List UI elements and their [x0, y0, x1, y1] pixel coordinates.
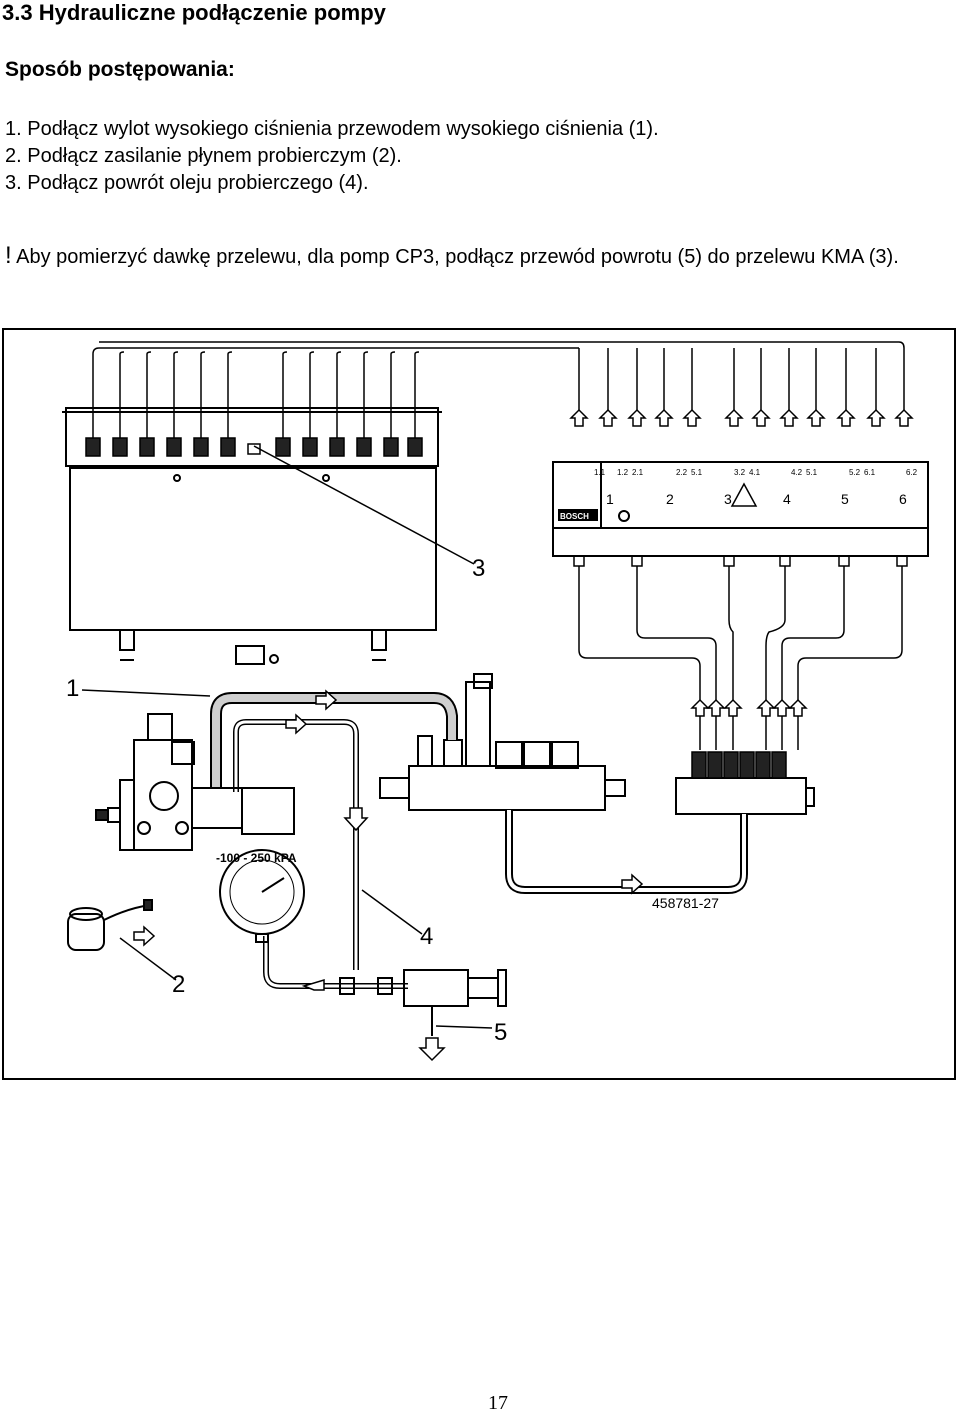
- warning-mark: !: [5, 242, 12, 269]
- rail-connector: [85, 437, 101, 457]
- port-label: 1.2: [617, 468, 629, 477]
- flow-arrow-icon: [315, 689, 338, 711]
- flow-arrow-icon: [751, 408, 771, 427]
- drain-arrow-icon: [418, 1037, 446, 1062]
- flow-arrow-icon: [598, 408, 618, 427]
- callout-4: 4: [420, 923, 433, 950]
- port-label: 2.2: [676, 468, 688, 477]
- brand-plate: [558, 509, 598, 521]
- overflow-valve: [403, 969, 469, 1007]
- procedure-heading: Sposób postępowania:: [5, 58, 235, 81]
- flow-meter-block: [408, 765, 606, 811]
- measuring-cylinder: [495, 741, 523, 769]
- pump-valve: [147, 713, 173, 741]
- callout-1: 1: [66, 675, 79, 702]
- flow-arrow-icon: [682, 408, 702, 427]
- flow-arrow-icon: [285, 713, 308, 735]
- hazard-icon: [730, 482, 758, 507]
- flow-arrow-icon: [806, 408, 826, 427]
- rail-connector: [302, 437, 318, 457]
- port-label: 3.2: [734, 468, 746, 477]
- supply-pump: [67, 913, 105, 951]
- port-label: 6.2: [906, 468, 918, 477]
- rail-connector: [407, 437, 423, 457]
- rail-connector: [356, 437, 372, 457]
- flow-arrow-icon: [654, 408, 674, 427]
- flow-arrow-icon: [788, 698, 808, 717]
- flow-arrow-icon: [836, 408, 856, 427]
- flow-arrow-icon: [779, 408, 799, 427]
- flow-arrow-icon: [301, 978, 325, 991]
- channel-number: 4: [783, 491, 791, 507]
- test-bench-cabinet: [69, 467, 437, 631]
- procedure-steps: 1. Podłącz wylot wysokiego ciśnienia prz…: [5, 116, 659, 197]
- manifold-screw: [618, 510, 630, 522]
- flow-arrow-icon: [343, 807, 369, 832]
- procedure-step: 1. Podłącz wylot wysokiego ciśnienia prz…: [5, 118, 659, 140]
- warning-note: ! Aby pomierzyć dawkę przelewu, dla pomp…: [5, 240, 955, 273]
- port-label: 5.2: [849, 468, 861, 477]
- port-label: 4.2: [791, 468, 803, 477]
- section-heading: 3.3 Hydrauliczne podłączenie pompy: [2, 0, 386, 25]
- channel-number: 5: [841, 491, 849, 507]
- flow-arrow-icon: [894, 408, 914, 427]
- port-label: 5.1: [691, 468, 703, 477]
- procedure-step: 2. Podłącz zasilanie płynem probierczym …: [5, 145, 402, 167]
- gauge-range-label: -100 - 250 kPA: [216, 851, 297, 865]
- callout-3: 3: [472, 555, 485, 582]
- manifold-brand: BOSCH: [560, 512, 589, 521]
- rail-connector: [329, 437, 345, 457]
- channel-number: 6: [899, 491, 907, 507]
- flow-arrow-icon: [756, 698, 776, 717]
- port-label: 5.1: [806, 468, 818, 477]
- flow-arrow-icon: [706, 698, 726, 717]
- cabinet-fitting: [119, 629, 135, 651]
- flow-arrow-icon: [569, 408, 589, 427]
- flow-arrow-icon: [866, 408, 886, 427]
- warning-text: Aby pomierzyć dawkę przelewu, dla pomp C…: [11, 246, 899, 268]
- flow-arrow-icon: [133, 925, 156, 947]
- port-label: 4.1: [749, 468, 761, 477]
- flow-arrow-icon: [772, 698, 792, 717]
- callout-5: 5: [494, 1019, 507, 1046]
- flow-arrow-icon: [627, 408, 647, 427]
- flow-arrow-icon: [690, 698, 710, 717]
- flow-arrow-icon: [724, 408, 744, 427]
- return-valve-block: [675, 777, 807, 815]
- cabinet-fitting: [371, 629, 387, 651]
- channel-number: 2: [666, 491, 674, 507]
- port-label: 2.1: [632, 468, 644, 477]
- hydraulic-connection-diagram: 1.1 1.2 2.1 2.2 5.1 3.2 4.1 4.2 5.1 5.2 …: [2, 328, 956, 1080]
- channel-number: 3: [724, 491, 732, 507]
- callout-2: 2: [172, 971, 185, 998]
- distribution-manifold: [552, 461, 929, 557]
- rail-connector: [275, 437, 291, 457]
- procedure-step: 3. Podłącz powrót oleju probierczego (4)…: [5, 172, 369, 194]
- mounting-bolt: [173, 474, 181, 482]
- cabinet-valve: [235, 645, 265, 665]
- port-label: 6.1: [864, 468, 876, 477]
- pressure-sensor: [465, 681, 491, 767]
- measuring-cylinder: [551, 741, 579, 769]
- injector-rail-housing: [65, 407, 439, 467]
- rail-connector: [166, 437, 182, 457]
- page-number: 17: [488, 1392, 508, 1414]
- pump-drive: [241, 787, 295, 835]
- drawing-number: 458781-27: [652, 895, 719, 911]
- rail-connector: [193, 437, 209, 457]
- flow-arrow-icon: [723, 698, 743, 717]
- rail-connector: [139, 437, 155, 457]
- mounting-bolt: [322, 474, 330, 482]
- rail-connector: [220, 437, 236, 457]
- rail-connector: [383, 437, 399, 457]
- measuring-cylinder: [523, 741, 551, 769]
- port-label: 1.1: [594, 468, 606, 477]
- rail-connector: [112, 437, 128, 457]
- channel-number: 1: [606, 491, 614, 507]
- diagram-drawing: 1.1 1.2 2.1 2.2 5.1 3.2 4.1 4.2 5.1 5.2 …: [62, 341, 929, 1062]
- flow-arrow-icon: [621, 873, 644, 895]
